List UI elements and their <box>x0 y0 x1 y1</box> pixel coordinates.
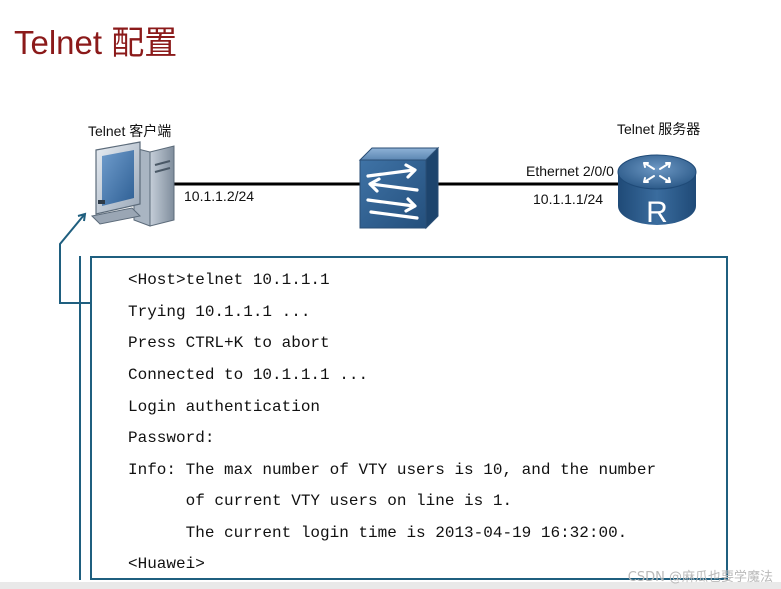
terminal-line: Info: The max number of VTY users is 10,… <box>128 461 657 479</box>
terminal-line: The current login time is 2013-04-19 16:… <box>128 524 628 542</box>
client-ip: 10.1.1.2/24 <box>184 188 255 204</box>
terminal-line: Password: <box>128 429 215 447</box>
client-label: Telnet 客户端 <box>88 123 172 139</box>
watermark: CSDN @麻瓜也要学魔法 <box>627 570 773 585</box>
pc-icon <box>90 141 175 227</box>
server-ip: 10.1.1.1/24 <box>533 191 604 207</box>
switch-icon <box>358 146 440 230</box>
router-letter: R <box>646 196 668 229</box>
terminal-pointer <box>59 212 90 580</box>
server-label: Telnet 服务器 <box>617 121 701 137</box>
server-interface: Ethernet 2/0/0 <box>526 163 614 179</box>
terminal-line: Connected to 10.1.1.1 ... <box>128 366 369 384</box>
page-title: Telnet 配置 <box>14 24 178 61</box>
terminal-line: Press CTRL+K to abort <box>128 334 330 352</box>
terminal-output: <Host>telnet 10.1.1.1 Trying 10.1.1.1 ..… <box>90 256 728 580</box>
terminal-line: Login authentication <box>128 398 321 416</box>
terminal-line: of current VTY users on line is 1. <box>128 492 513 510</box>
terminal-line: <Huawei> <box>128 555 205 573</box>
router-icon: R <box>617 154 697 229</box>
terminal-line: <Host>telnet 10.1.1.1 <box>128 271 330 289</box>
terminal-line: Trying 10.1.1.1 ... <box>128 303 311 321</box>
bottom-strip <box>0 582 781 589</box>
